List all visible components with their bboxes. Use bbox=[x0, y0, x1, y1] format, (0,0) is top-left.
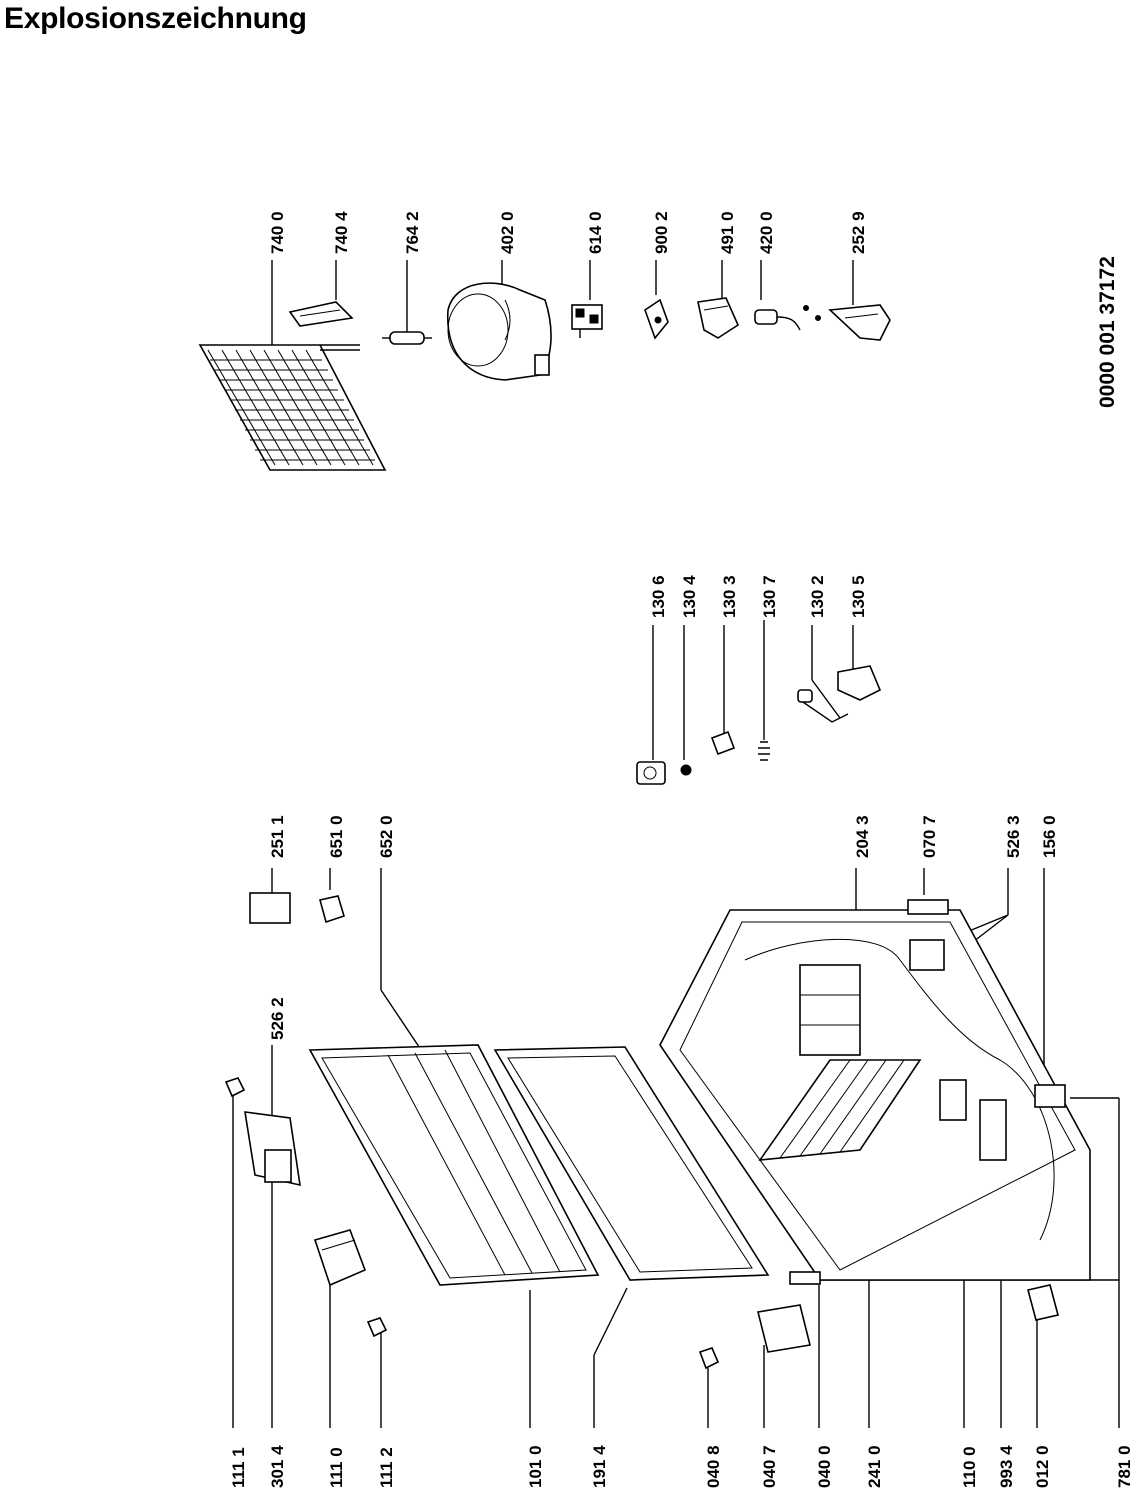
compressor-bracket bbox=[828, 304, 891, 341]
part-label: 156 0 bbox=[1040, 815, 1059, 858]
part-label: 651 0 bbox=[327, 815, 346, 858]
part-label: 130 4 bbox=[680, 575, 699, 618]
document-number: 0000 001 37172 bbox=[1096, 256, 1119, 408]
part-label: 993 4 bbox=[997, 1445, 1016, 1488]
part-label: 526 2 bbox=[268, 997, 287, 1040]
lid-gasket bbox=[493, 1046, 770, 1281]
part-label: 491 0 bbox=[718, 211, 737, 254]
small-parts bbox=[636, 665, 882, 785]
part-label: 204 3 bbox=[853, 815, 872, 858]
part-label: 070 7 bbox=[920, 815, 939, 858]
leader-lines-left bbox=[232, 1085, 1120, 1428]
part-label: 252 9 bbox=[849, 211, 868, 254]
freezer-cabinet bbox=[659, 899, 1091, 1281]
part-label: 110 0 bbox=[960, 1446, 979, 1488]
leader-lines-right bbox=[271, 260, 854, 345]
part-label: 130 2 bbox=[808, 575, 827, 618]
part-label: 740 0 bbox=[268, 211, 287, 254]
leader-lines-middle bbox=[652, 620, 854, 760]
part-label: 900 2 bbox=[652, 211, 671, 254]
part-label: 614 0 bbox=[586, 211, 605, 254]
compressor bbox=[447, 282, 552, 381]
part-label: 012 0 bbox=[1033, 1445, 1052, 1488]
part-label: 111 1 bbox=[229, 1447, 248, 1488]
labels-top: 526 2 251 1 651 0 652 0 204 3 070 7 526 … bbox=[268, 815, 1059, 1040]
part-label: 130 7 bbox=[760, 575, 779, 618]
relay-cover bbox=[697, 297, 740, 339]
condenser-coil bbox=[198, 344, 387, 471]
starter-relay bbox=[571, 304, 603, 338]
part-label: 241 0 bbox=[865, 1445, 884, 1488]
part-label: 652 0 bbox=[377, 815, 396, 858]
part-label: 040 0 bbox=[815, 1445, 834, 1488]
condenser-bracket bbox=[288, 301, 354, 327]
part-label: 191 4 bbox=[590, 1445, 609, 1488]
part-label: 251 1 bbox=[268, 815, 287, 858]
part-label: 111 0 bbox=[327, 1447, 346, 1488]
freezer-lid bbox=[308, 1044, 600, 1286]
part-label: 420 0 bbox=[757, 211, 776, 254]
part-label: 111 2 bbox=[377, 1447, 396, 1488]
labels-left: 111 1 301 4 111 0 111 2 101 0 191 4 040 … bbox=[229, 1445, 1134, 1488]
power-cable bbox=[754, 305, 821, 331]
overload-protector bbox=[644, 298, 669, 340]
lid-handle bbox=[313, 1229, 367, 1287]
part-label: 130 5 bbox=[849, 575, 868, 618]
part-label: 526 3 bbox=[1004, 815, 1023, 858]
labels-right: 740 0 740 4 764 2 402 0 614 0 900 2 491 … bbox=[268, 211, 868, 254]
part-label: 764 2 bbox=[403, 211, 422, 254]
hinge-parts bbox=[224, 892, 1059, 1370]
filter-drier bbox=[382, 331, 432, 345]
part-label: 402 0 bbox=[498, 211, 517, 254]
part-label: 130 3 bbox=[720, 575, 739, 618]
part-label: 040 7 bbox=[760, 1445, 779, 1488]
part-label: 740 4 bbox=[332, 211, 351, 254]
part-label: 130 6 bbox=[649, 575, 668, 618]
labels-middle: 130 6 130 4 130 3 130 7 130 2 130 5 bbox=[649, 575, 868, 618]
part-label: 101 0 bbox=[526, 1445, 545, 1488]
page-title: Explosionszeichnung bbox=[4, 2, 307, 35]
part-label: 301 4 bbox=[268, 1445, 287, 1488]
part-label: 040 8 bbox=[704, 1445, 723, 1488]
part-label: 781 0 bbox=[1115, 1445, 1134, 1488]
